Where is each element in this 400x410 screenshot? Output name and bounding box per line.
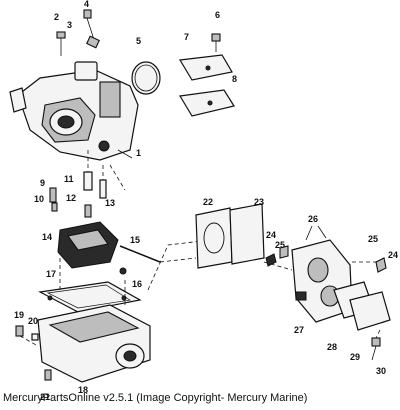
screws-19-20-21	[15, 325, 52, 381]
callout-2: 2	[54, 12, 59, 22]
callout-30: 30	[376, 366, 386, 376]
callout-18: 18	[78, 385, 88, 395]
callout-26: 26	[308, 214, 318, 224]
callout-27: 27	[294, 325, 304, 335]
gasket-8	[179, 89, 235, 117]
callout-25: 25	[275, 240, 285, 250]
callout-3: 3	[67, 20, 72, 30]
callout-29: 29	[350, 352, 360, 362]
callout-11: 11	[64, 174, 74, 184]
callout-24-right: 24	[388, 250, 398, 260]
cover-plate-7	[179, 54, 233, 81]
jet-fittings	[49, 150, 107, 218]
check-valve-24-right	[375, 257, 387, 273]
pump-body-27	[291, 239, 353, 323]
fitting-3	[86, 35, 100, 49]
callout-1: 1	[136, 148, 141, 158]
screw-30	[371, 329, 381, 361]
screws-26	[305, 225, 327, 241]
diaphragm-23	[229, 203, 265, 265]
float-pin-15	[119, 245, 161, 263]
callout-9: 9	[40, 178, 45, 188]
callout-8: 8	[232, 74, 237, 84]
callout-19: 19	[14, 310, 24, 320]
carburetor-body	[9, 61, 139, 161]
callout-24: 24	[266, 230, 276, 240]
callout-4: 4	[84, 0, 89, 9]
o-ring-5	[131, 61, 161, 95]
cover-29	[349, 291, 391, 331]
image-caption: MercuryPartsOnline v2.5.1 (Image Copyrig…	[3, 392, 308, 404]
bowl-gasket-17	[38, 281, 142, 313]
callout-21: 21	[40, 392, 50, 402]
retainer-25	[279, 245, 289, 259]
screw-2	[56, 31, 66, 56]
callout-15: 15	[130, 235, 140, 245]
callout-16: 16	[132, 279, 142, 289]
gasket-22	[195, 207, 233, 269]
callout-23: 23	[254, 197, 264, 207]
callout-5: 5	[136, 36, 141, 46]
callout-17: 17	[46, 269, 56, 279]
callout-22: 22	[203, 197, 213, 207]
float-bowl-18	[37, 304, 151, 383]
callout-10: 10	[34, 194, 44, 204]
callout-labels: 1 2 3 4 5 6 7 8 9 10 11 12 13 14 15 16 1…	[14, 0, 398, 402]
float-14	[57, 221, 119, 269]
callout-14: 14	[42, 232, 52, 242]
callout-6: 6	[215, 10, 220, 20]
screw-16	[119, 267, 127, 275]
callout-7: 7	[184, 32, 189, 42]
callout-28: 28	[327, 342, 337, 352]
screw-6	[211, 33, 221, 52]
callout-20: 20	[28, 316, 38, 326]
callout-13: 13	[105, 198, 115, 208]
callout-12: 12	[66, 193, 76, 203]
callout-25-right: 25	[368, 234, 378, 244]
